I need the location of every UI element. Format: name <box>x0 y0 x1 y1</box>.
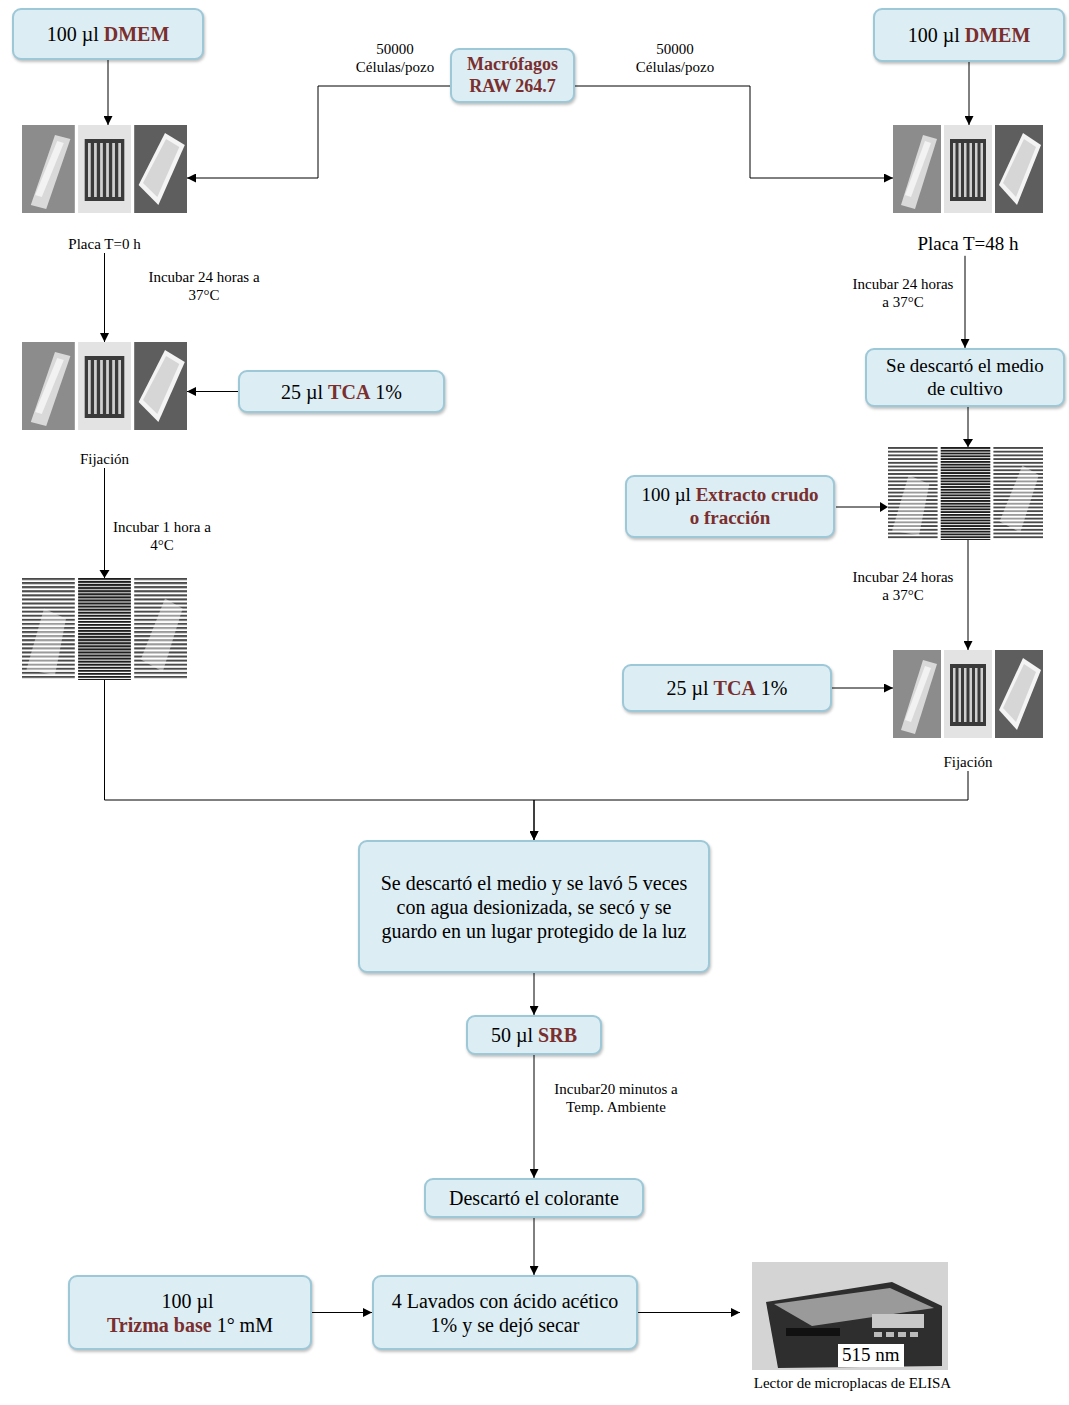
edge-label: Incubar 24 horas a 37°C <box>848 275 958 311</box>
node-text-group: Placa T=0 h <box>22 235 187 253</box>
box-text: 25 µl <box>281 381 323 403</box>
plate-photo <box>22 342 187 430</box>
flow-arrow <box>968 407 969 650</box>
node-text-group: Descartó el colorante <box>449 1186 619 1210</box>
elisa-reader-photo <box>752 1262 948 1370</box>
box-text: 1% <box>375 381 402 403</box>
box-text: 25 µl <box>667 677 709 699</box>
node-text-group: Fijación <box>893 753 1043 771</box>
image-caption: Fijación <box>893 753 1043 771</box>
node-text-group: 4 Lavados con ácido acético 1% y se dejó… <box>384 1289 626 1337</box>
box-text: SRB <box>538 1024 577 1046</box>
reagent-box: 100 µlDMEM <box>873 8 1065 62</box>
node-text-group: Se descartó el medio de cultivo <box>877 355 1053 401</box>
flow-arrow <box>534 1055 535 1178</box>
edge-label: 50000 Células/pozo <box>625 40 725 76</box>
box-text: 50 µl <box>491 1024 533 1046</box>
image-caption: Lector de microplacas de ELISA <box>740 1374 965 1392</box>
fixed-plate-photo <box>22 578 187 680</box>
plate-image: Placa T=0 h <box>22 125 187 253</box>
reagent-box: 100 µlTrizma base1° mM <box>68 1275 312 1350</box>
plate-photo <box>22 125 187 213</box>
flow-arrow <box>534 1218 535 1275</box>
box-text: Descartó el colorante <box>449 1187 619 1209</box>
box-text: TCA <box>714 677 756 699</box>
box-text: 4 Lavados con ácido acético 1% y se dejó… <box>392 1290 619 1336</box>
reagent-box: 25 µlTCA1% <box>622 664 832 712</box>
image-caption: Fijación <box>22 450 187 468</box>
flow-arrow <box>312 1312 372 1313</box>
arrow-head <box>963 439 973 447</box>
process-box: 4 Lavados con ácido acético 1% y se dejó… <box>372 1275 638 1350</box>
box-text: Trizma base <box>107 1314 212 1336</box>
box-text: 100 µl <box>908 24 960 46</box>
reagent-box: 50 µlSRB <box>466 1015 602 1055</box>
flow-arrow <box>575 86 893 178</box>
box-text: Se descartó el medio y se lavó 5 veces c… <box>381 872 688 942</box>
process-box: Se descartó el medio y se lavó 5 veces c… <box>358 840 710 973</box>
process-box: Se descartó el medio de cultivo <box>865 348 1065 407</box>
process-box: Descartó el colorante <box>424 1178 644 1218</box>
arrow-head <box>880 502 888 512</box>
cell-source-box: Macrófagos RAW 264.7 <box>450 48 575 103</box>
node-text-group: Macrófagos RAW 264.7 <box>462 54 563 97</box>
node-text-group: 25 µlTCA1% <box>667 676 788 700</box>
box-text: TCA <box>328 381 370 403</box>
reagent-arrow <box>836 507 881 508</box>
treated-plate-photo <box>888 447 1043 540</box>
flow-arrow <box>969 62 970 125</box>
node-text-group: 100 µlTrizma base1° mM <box>107 1289 273 1337</box>
box-text: Se descartó el medio de cultivo <box>886 355 1044 399</box>
box-text: 100 µl <box>47 23 99 45</box>
box-text: 1% <box>761 677 788 699</box>
plate-image: Fijación <box>22 342 187 468</box>
box-text: 1° mM <box>217 1314 273 1336</box>
node-text-group: Fijación <box>22 450 187 468</box>
box-text: DMEM <box>104 23 170 45</box>
flow-arrow <box>108 60 109 125</box>
flow-arrow <box>965 256 966 348</box>
edge-label: Incubar 1 hora a 4°C <box>112 518 212 554</box>
flow-arrow <box>534 771 968 840</box>
flow-arrow <box>534 973 535 1015</box>
image-caption: Placa T=48 h <box>893 233 1043 256</box>
node-text-group: Placa T=48 h <box>893 233 1043 256</box>
plate-photo <box>893 125 1043 213</box>
edge-label: Incubar 24 horas a 37°C <box>148 268 260 304</box>
flow-arrow <box>832 688 893 689</box>
plate-image: Fijación <box>893 650 1043 771</box>
node-text-group: Se descartó el medio y se lavó 5 veces c… <box>370 871 698 943</box>
flow-arrow <box>187 391 238 392</box>
reagent-box: 100 µlExtracto crudo o fracción <box>625 475 835 538</box>
node-text-group: 100 µlExtracto crudo o fracción <box>637 484 823 530</box>
reagent-box: 100 µlDMEM <box>12 8 204 60</box>
plate-photo <box>893 650 1043 738</box>
node-text-group: 100 µlDMEM <box>908 23 1031 47</box>
node-text-group: 515 nmLector de microplacas de ELISA <box>740 1374 965 1392</box>
box-text: 100 µl <box>641 484 690 505</box>
box-text: DMEM <box>965 24 1031 46</box>
flow-arrow <box>105 468 535 840</box>
box-text: Macrófagos RAW 264.7 <box>467 54 558 96</box>
edge-label: Incubar20 minutos a Temp. Ambiente <box>546 1080 686 1116</box>
box-text: Extracto crudo o fracción <box>690 484 819 528</box>
image-caption: 515 nm <box>838 1344 904 1367</box>
flow-arrow <box>187 86 450 178</box>
node-text-group: 25 µlTCA1% <box>281 380 402 404</box>
plate-image: Placa T=48 h <box>893 125 1043 256</box>
edge-label: 50000 Células/pozo <box>345 40 445 76</box>
edge-label: Incubar 24 horas a 37°C <box>848 568 958 604</box>
reagent-box: 25 µlTCA1% <box>238 370 445 413</box>
node-text-group: 100 µlDMEM <box>47 22 170 46</box>
image-caption: Placa T=0 h <box>22 235 187 253</box>
arrow-head <box>100 570 110 578</box>
box-text: 100 µl <box>107 1289 268 1313</box>
flow-arrow <box>104 253 105 342</box>
instrument-image: 515 nm Lector de microplacas de ELISA <box>740 1262 965 1392</box>
flow-arrow <box>638 1312 740 1313</box>
node-text-group: 50 µlSRB <box>491 1023 577 1047</box>
